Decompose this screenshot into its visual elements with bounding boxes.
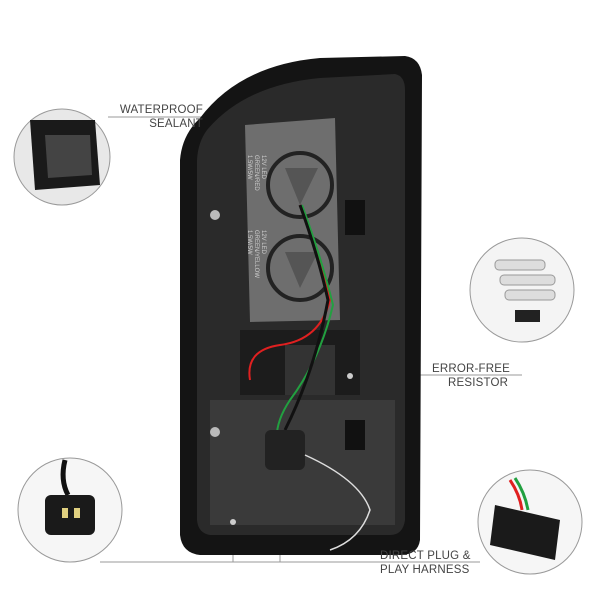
callout-line1: ERROR-FREE bbox=[432, 363, 511, 375]
detail-plug bbox=[17, 457, 123, 563]
detail-sealant bbox=[13, 108, 111, 206]
callout-line1: WATERPROOF bbox=[119, 104, 203, 116]
harness-connector bbox=[265, 430, 305, 470]
callout-line2: PLAY HARNESS bbox=[380, 564, 470, 576]
detail-socket bbox=[477, 469, 583, 575]
lower-led-socket bbox=[266, 234, 334, 302]
lamp-housing: 12V LED GREEN/RED 1.5W/5W 12V LED GREEN/… bbox=[180, 56, 422, 555]
lower-led-label-line3: 1.5W/5W bbox=[246, 230, 252, 255]
upper-led-label-line2: GREEN/RED bbox=[253, 155, 259, 191]
mounting-stud bbox=[210, 210, 220, 220]
lower-led-label-line1: 12V LED bbox=[260, 230, 266, 255]
callout-error-free-resistor: ERROR-FREE RESISTOR bbox=[432, 362, 510, 390]
upper-led-socket bbox=[266, 151, 334, 219]
green-wire bbox=[275, 204, 335, 456]
callout-direct-plug-harness: DIRECT PLUG & PLAY HARNESS bbox=[380, 549, 471, 577]
detail-resistor bbox=[469, 237, 575, 343]
upper-led-label-line1: 12V LED bbox=[260, 155, 266, 180]
callout-line2: SEALANT bbox=[149, 118, 203, 130]
upper-led-label-line3: 1.5W/5W bbox=[246, 155, 252, 180]
callout-waterproof-sealant: WATERPROOF SEALANT bbox=[100, 103, 203, 131]
mounting-stud bbox=[210, 427, 220, 437]
lower-led-label-line2: GREEN/YELLOW bbox=[253, 230, 259, 278]
black-wire bbox=[283, 204, 330, 431]
callout-line2: RESISTOR bbox=[448, 377, 509, 389]
white-wire bbox=[304, 454, 371, 551]
callout-line1: DIRECT PLUG & bbox=[380, 550, 471, 562]
